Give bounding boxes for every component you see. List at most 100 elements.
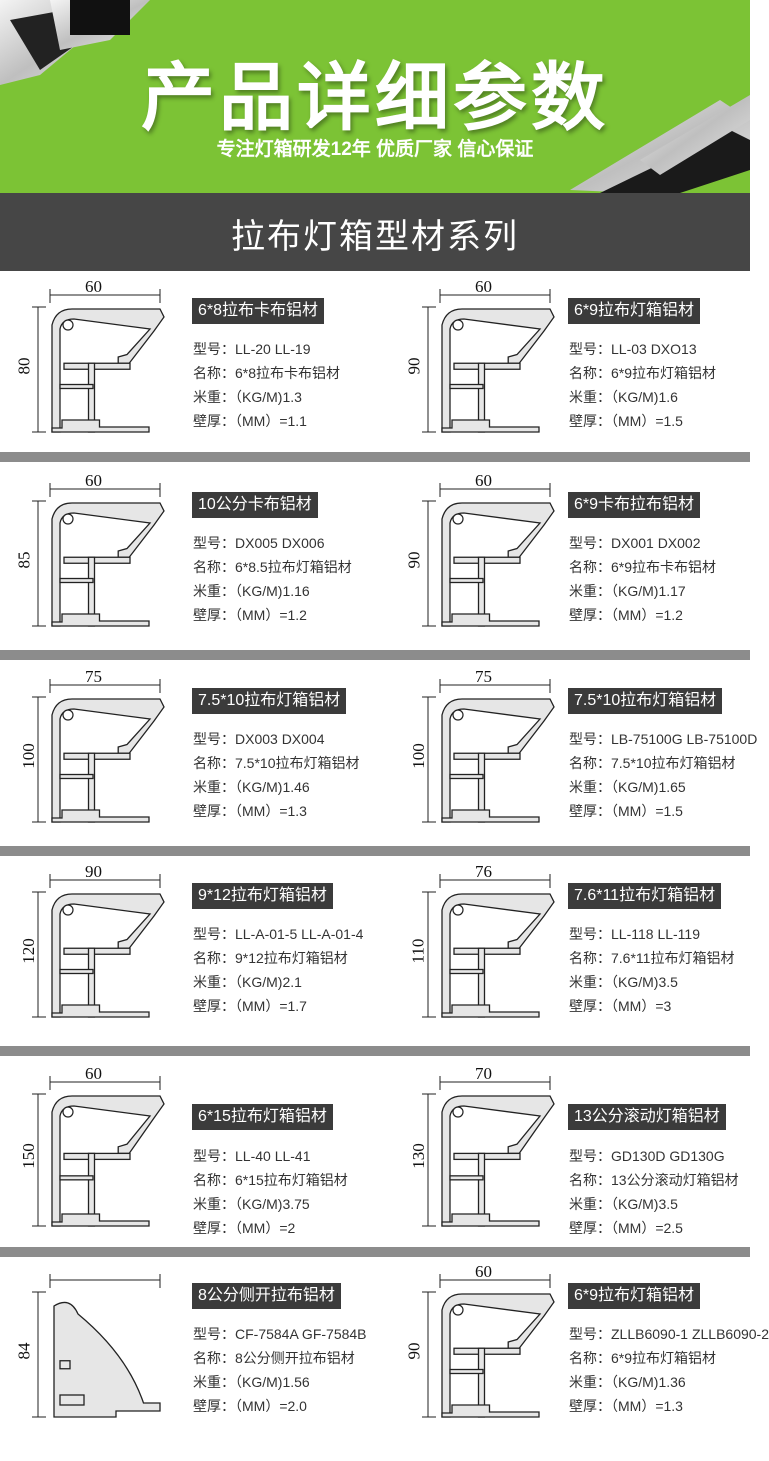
spec-value: 8公分侧开拉布铝材: [235, 1350, 355, 1366]
spec-label: 米重：: [193, 974, 235, 990]
spec-value: （MM）=1.3: [611, 1398, 683, 1414]
profile-drawing: [32, 679, 165, 823]
row-separator: [0, 846, 750, 856]
spec-label: 型号：: [193, 535, 235, 551]
spec-label: 名称：: [193, 950, 235, 966]
spec-weight: 米重：（KG/M)1.6: [569, 385, 716, 409]
hero-banner: 产品详细参数 专注灯箱研发12年 优质厂家 信心保证: [0, 0, 750, 193]
spec-label: 米重：: [569, 974, 611, 990]
spec-value: （MM）=1.5: [611, 803, 683, 819]
spec-label: 壁厚：: [193, 607, 235, 623]
spec-value: DX001 DX002: [611, 535, 701, 551]
profile-drawing: [422, 874, 555, 1018]
height-dimension: 85: [14, 551, 34, 568]
spec-name: 名称：7.6*11拉布灯箱铝材: [569, 946, 734, 970]
spec-value: 7.5*10拉布灯箱铝材: [235, 755, 360, 771]
spec-value: （MM）=2: [235, 1220, 296, 1236]
spec-label: 米重：: [193, 389, 235, 405]
spec-label: 名称：: [569, 950, 611, 966]
profile-drawing: [422, 679, 555, 823]
spec-model: 型号：DX001 DX002: [569, 531, 716, 555]
spec-label: 型号：: [193, 341, 235, 357]
spec-value: （KG/M)3.5: [611, 974, 678, 990]
spec-label: 型号：: [569, 535, 611, 551]
spec-value: （KG/M)3.75: [235, 1196, 310, 1212]
spec-label: 型号：: [569, 341, 611, 357]
spec-weight: 米重：（KG/M)2.1: [193, 970, 363, 994]
spec-weight: 米重：（KG/M)1.65: [569, 775, 757, 799]
spec-value: GD130D GD130G: [611, 1148, 725, 1164]
spec-value: （KG/M)1.46: [235, 779, 310, 795]
spec-model: 型号：LL-118 LL-119: [569, 922, 734, 946]
spec-name: 名称：6*8拉布卡布铝材: [193, 361, 340, 385]
spec-weight: 米重：（KG/M)3.75: [193, 1192, 348, 1216]
section-title: 拉布灯箱型材系列: [231, 218, 519, 256]
spec-value: （KG/M)1.6: [611, 389, 678, 405]
width-dimension: 76: [475, 862, 492, 881]
spec-value: （MM）=1.3: [235, 803, 307, 819]
spec-value: LL-A-01-5 LL-A-01-4: [235, 926, 364, 942]
spec-name: 名称：6*8.5拉布灯箱铝材: [193, 555, 352, 579]
profile-drawing: [422, 289, 555, 433]
spec-thickness: 壁厚：（MM）=3: [569, 994, 734, 1018]
spec-value: （MM）=1.1: [235, 413, 307, 429]
spec-label: 米重：: [569, 389, 611, 405]
spec-value: LB-75100G LB-75100D: [611, 731, 758, 747]
spec-value: （KG/M)1.56: [235, 1374, 310, 1390]
spec-thickness: 壁厚：（MM）=1.3: [569, 1394, 769, 1418]
spec-thickness: 壁厚：（MM）=1.5: [569, 799, 757, 823]
profile-drawing: [32, 289, 165, 433]
product-title-badge: 8公分侧开拉布铝材: [192, 1283, 341, 1309]
spec-model: 型号：LL-40 LL-41: [193, 1144, 348, 1168]
width-dimension: 60: [475, 471, 492, 490]
spec-model: 型号：CF-7584A GF-7584B: [193, 1322, 367, 1346]
product-title-badge: 7.5*10拉布灯箱铝材: [192, 688, 347, 714]
spec-value: （MM）=1.2: [611, 607, 683, 623]
spec-weight: 米重：（KG/M)3.5: [569, 970, 734, 994]
spec-name: 名称：13公分滚动灯箱铝材: [569, 1168, 739, 1192]
spec-value: （KG/M)2.1: [235, 974, 302, 990]
spec-name: 名称：8公分侧开拉布铝材: [193, 1346, 367, 1370]
spec-label: 米重：: [569, 1374, 611, 1390]
spec-label: 名称：: [193, 1350, 235, 1366]
spec-value: （KG/M)1.17: [611, 583, 686, 599]
spec-value: （KG/M)1.3: [235, 389, 302, 405]
profile-drawing: [32, 483, 165, 627]
spec-value: （MM）=3: [611, 998, 672, 1014]
banner-title: 产品详细参数: [141, 55, 609, 141]
spec-value: LL-118 LL-119: [611, 926, 700, 942]
spec-label: 米重：: [193, 1374, 235, 1390]
width-dimension: 60: [85, 1064, 102, 1083]
spec-model: 型号：LL-A-01-5 LL-A-01-4: [193, 922, 363, 946]
height-dimension: 100: [18, 742, 38, 769]
spec-label: 米重：: [569, 779, 611, 795]
spec-model: 型号：DX005 DX006: [193, 531, 352, 555]
spec-value: LL-20 LL-19: [235, 341, 311, 357]
width-dimension: 60: [475, 1262, 492, 1281]
height-dimension: 100: [408, 742, 428, 769]
spec-label: 型号：: [193, 731, 235, 747]
profile-drawing: [422, 1076, 555, 1227]
spec-weight: 米重：（KG/M)1.17: [569, 579, 716, 603]
spec-name: 名称：6*9拉布灯箱铝材: [569, 1346, 769, 1370]
spec-label: 壁厚：: [569, 607, 611, 623]
spec-label: 壁厚：: [193, 1398, 235, 1414]
spec-value: （MM）=1.7: [235, 998, 307, 1014]
profile-drawing: [32, 1076, 165, 1227]
